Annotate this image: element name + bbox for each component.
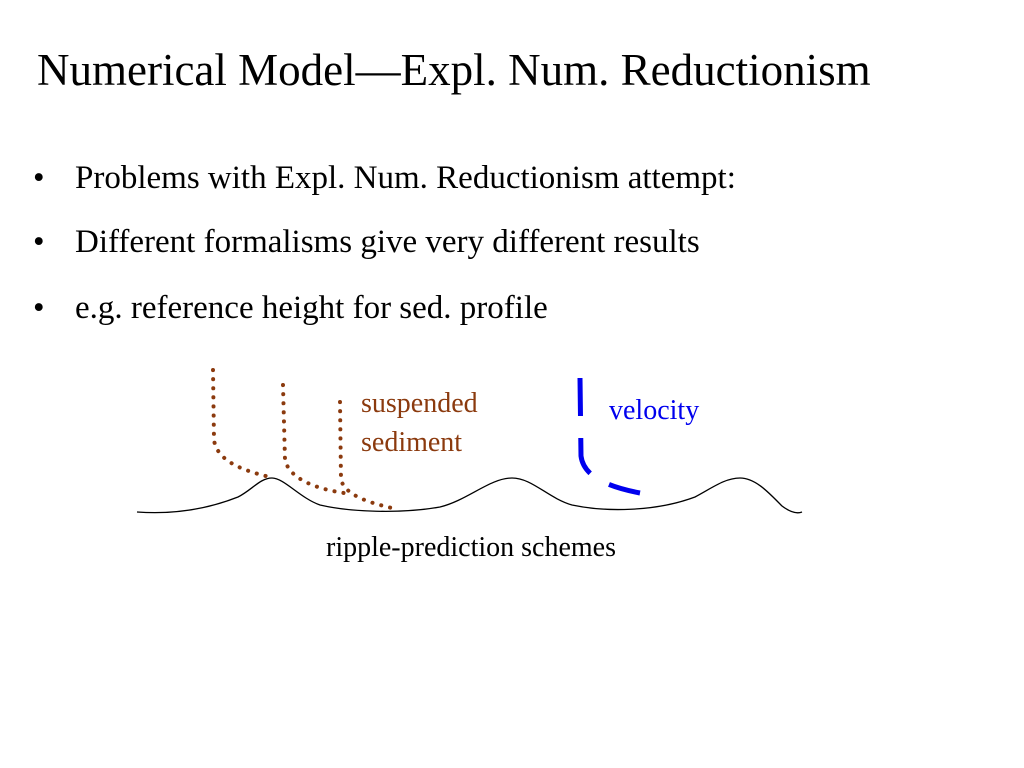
bullet-text: e.g. reference height for sed. profile <box>75 290 548 326</box>
velocity-profile <box>577 377 641 496</box>
sediment-profile-2 <box>281 383 346 495</box>
bullet-item: • Problems with Expl. Num. Reductionism a… <box>33 160 736 196</box>
sediment-profile-1 <box>211 368 272 479</box>
slide-title: Numerical Model—Expl. Num. Reductionism <box>37 45 871 95</box>
bullet-item: • e.g. reference height for sed. profile <box>33 290 548 326</box>
ripple-prediction-label: ripple-prediction schemes <box>326 532 617 563</box>
suspended-sediment-label-line2: sediment <box>361 427 463 458</box>
velocity-label: velocity <box>609 395 700 426</box>
sediment-profile-3 <box>338 400 398 511</box>
bullet-item: • Different formalisms give very differen… <box>33 224 700 260</box>
ripple-bed-line <box>136 477 803 514</box>
bullet-marker: • <box>33 224 45 260</box>
suspended-sediment-label: suspended <box>361 388 478 419</box>
bullet-text: Different formalisms give very different… <box>75 224 700 260</box>
bullet-text: Problems with Expl. Num. Reductionism at… <box>75 160 736 196</box>
bullet-marker: • <box>33 290 45 326</box>
bullet-marker: • <box>33 160 45 196</box>
